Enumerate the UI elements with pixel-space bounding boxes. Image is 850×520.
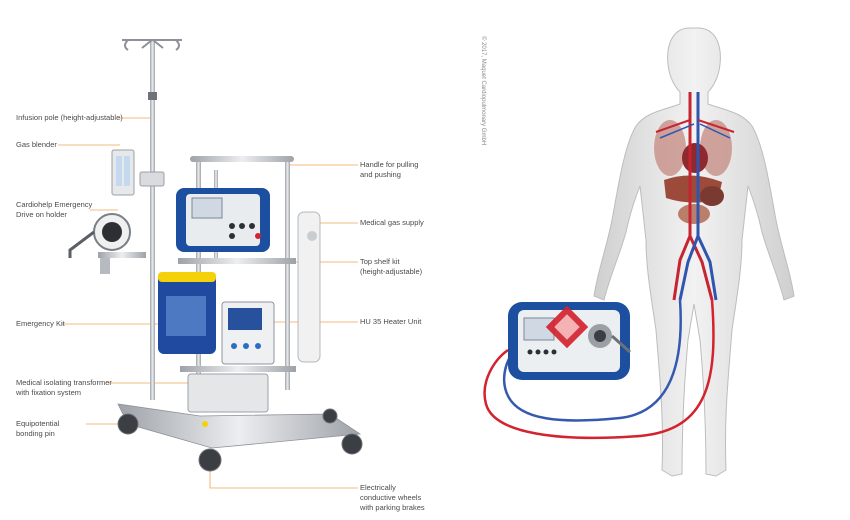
intestines xyxy=(678,204,710,224)
arterial-cannula xyxy=(483,299,715,440)
label-gas-supply: Medical gas supply xyxy=(360,218,424,227)
leader-wheels xyxy=(209,460,358,489)
right-lung xyxy=(700,120,732,176)
label-handle: Handle for pulling and pushing xyxy=(360,160,419,179)
heart xyxy=(682,143,708,173)
stomach xyxy=(700,186,724,206)
label-top-shelf: Top shelf kit (height-adjustable) xyxy=(360,257,423,276)
isolating-transformer xyxy=(187,373,269,413)
cardiohelp-device xyxy=(508,302,631,380)
label-emergency-drive: Cardiohelp Emergency Drive on holder xyxy=(16,200,93,219)
body-silhouette xyxy=(593,27,795,477)
top-shelf xyxy=(178,258,296,264)
copyright-notice: © 2017, Maquet Cardiopulmonary GmbH xyxy=(480,36,486,146)
label-infusion-pole: Infusion pole (height-adjustable) xyxy=(16,113,123,122)
left-lung xyxy=(654,120,686,176)
label-wheels: Electrically conductive wheels with park… xyxy=(360,483,425,512)
gas-blender xyxy=(111,149,135,196)
label-isolating-transformer: Medical isolating transformer with fixat… xyxy=(16,378,112,397)
aorta xyxy=(672,92,692,301)
infusion-pole xyxy=(150,40,155,400)
label-gas-blender: Gas blender xyxy=(16,140,57,149)
pole-hooks xyxy=(122,39,182,51)
cart-illustration xyxy=(68,39,363,472)
venous-cannula xyxy=(502,299,682,422)
handle-bar xyxy=(190,156,294,162)
wheels xyxy=(117,408,363,472)
bonding-pin xyxy=(202,421,208,427)
label-heater-unit: HU 35 Heater Unit xyxy=(360,317,422,326)
label-bonding-pin: Equipotential bonding pin xyxy=(16,419,60,438)
gas-cylinder xyxy=(297,211,321,363)
vena-cava xyxy=(696,92,718,301)
label-emergency-kit: Emergency Kit xyxy=(16,319,65,328)
human-figure xyxy=(593,27,795,477)
